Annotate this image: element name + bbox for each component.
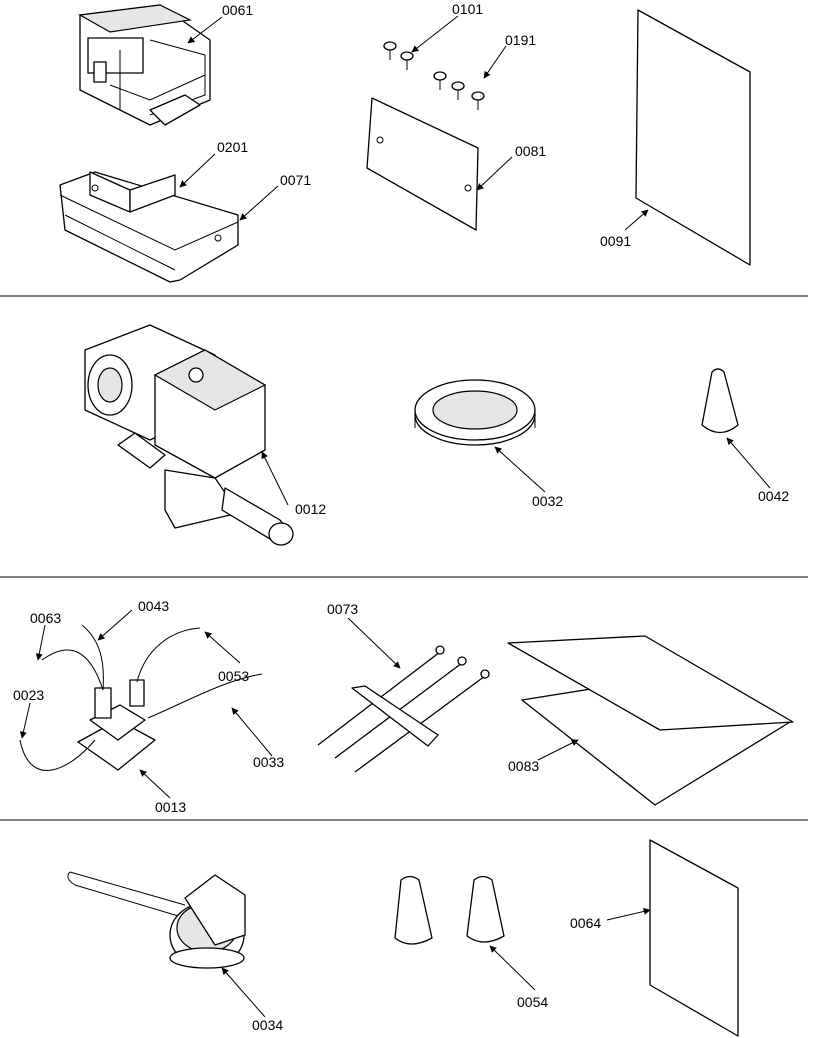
callout-0032: 0032 (532, 493, 563, 509)
callout-0063: 0063 (30, 610, 61, 626)
callout-0043: 0043 (138, 598, 169, 614)
callout-0033: 0033 (253, 754, 284, 770)
part-gasket-ring (414, 379, 536, 446)
callout-0013: 0013 (155, 799, 186, 815)
callout-0012: 0012 (295, 501, 326, 517)
callout-0042: 0042 (758, 488, 789, 504)
callout-0054: 0054 (517, 994, 548, 1010)
callout-0083: 0083 (508, 758, 539, 774)
callout-0064: 0064 (570, 915, 601, 931)
part-contactor (78, 4, 211, 126)
callout-0201: 0201 (217, 139, 248, 155)
leader-lines (19, 15, 771, 1018)
part-cable-ties (317, 645, 490, 773)
callout-0071: 0071 (280, 172, 311, 188)
part-wire-nuts-pair (394, 875, 505, 945)
part-screws-three (433, 71, 485, 110)
part-solenoid-valve (84, 324, 294, 546)
part-label-sheet (649, 839, 739, 1037)
callout-0061: 0061 (222, 2, 253, 18)
part-mounting-bracket (59, 171, 239, 283)
callout-0091: 0091 (600, 233, 631, 249)
callout-0191: 0191 (505, 32, 536, 48)
callout-0023: 0023 (13, 687, 44, 703)
part-instruction-sheet (635, 9, 751, 266)
part-thermostat-sensor (67, 871, 246, 969)
part-wire-nut (701, 368, 739, 434)
callout-0101: 0101 (452, 1, 483, 17)
part-insulation-sheets (507, 635, 794, 806)
part-switch-assembly (19, 624, 263, 771)
part-screws-pair (383, 41, 414, 70)
callout-0053: 0053 (218, 668, 249, 684)
callout-0073: 0073 (327, 601, 358, 617)
callout-0081: 0081 (515, 143, 546, 159)
callout-0034: 0034 (252, 1017, 283, 1033)
part-cover-plate (366, 97, 479, 231)
